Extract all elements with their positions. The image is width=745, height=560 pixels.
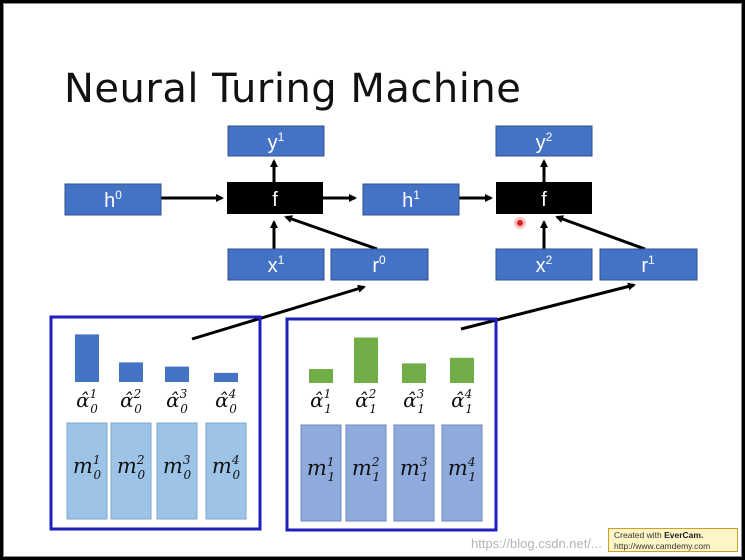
node-r1: r1 — [599, 248, 698, 281]
memory-cell-3 — [156, 422, 198, 520]
attention-bar-2 — [119, 362, 143, 382]
memory-cell-2 — [110, 422, 152, 520]
svg-text:x1: x1 — [268, 253, 285, 277]
attention-bar-3 — [402, 363, 426, 383]
node-y1: y1 — [227, 125, 325, 157]
attention-bar-4 — [450, 357, 474, 383]
arrow-r0-f1 — [284, 215, 378, 251]
node-x2: x2 — [495, 248, 593, 281]
node-h1: h1 — [362, 183, 460, 216]
svg-text:h1: h1 — [402, 188, 420, 212]
memory-frame-0 — [49, 315, 262, 531]
arrow-memory1-r1 — [460, 282, 636, 331]
pointer-dot — [514, 217, 526, 229]
badge-brand: EverCam. — [664, 530, 704, 540]
memory-cell-3 — [393, 424, 435, 522]
attention-bar-2 — [354, 337, 378, 383]
attention-bar-1 — [75, 334, 99, 382]
attention-bar-4 — [214, 372, 238, 382]
slide-title: Neural Turing Machine — [64, 66, 522, 112]
node-x1: x1 — [227, 248, 325, 281]
arrow-r1-f2 — [555, 215, 646, 251]
node-f1: f — [227, 182, 323, 214]
attention-bar-3 — [165, 366, 189, 382]
memory-cell-4 — [441, 424, 483, 522]
node-f2: f — [496, 182, 592, 214]
memory-frame-1 — [285, 317, 498, 532]
node-h0: h0 — [64, 183, 162, 216]
memory-cell-2 — [345, 424, 387, 522]
watermark: https://blog.csdn.net/... — [471, 536, 602, 551]
memory-cell-1 — [66, 422, 108, 520]
svg-text:f: f — [541, 189, 547, 211]
slide: Neural Turing Machine h0 — [3, 3, 742, 557]
node-y2: y2 — [495, 125, 593, 157]
arrows — [161, 159, 646, 341]
svg-text:y1: y1 — [268, 130, 285, 154]
svg-text:f: f — [272, 189, 278, 211]
svg-text:x2: x2 — [536, 253, 553, 277]
arrow-memory0-r0 — [191, 284, 366, 341]
ntm-diagram: h0 f h1 f y1 y2 x1 r0 — [49, 125, 698, 532]
svg-text:r1: r1 — [641, 253, 655, 277]
memory-cell-1 — [300, 424, 342, 522]
badge-prefix: Created with — [614, 530, 665, 540]
badge-url: http://www.camdemy.com — [614, 541, 711, 551]
attention-bar-1 — [309, 369, 333, 383]
svg-text:r0: r0 — [372, 253, 386, 277]
evercam-badge: Created with EverCam. http://www.camdemy… — [608, 528, 738, 552]
node-r0: r0 — [330, 248, 429, 281]
memory-cell-4 — [205, 422, 247, 520]
svg-text:y2: y2 — [536, 130, 553, 154]
svg-text:h0: h0 — [104, 188, 122, 212]
